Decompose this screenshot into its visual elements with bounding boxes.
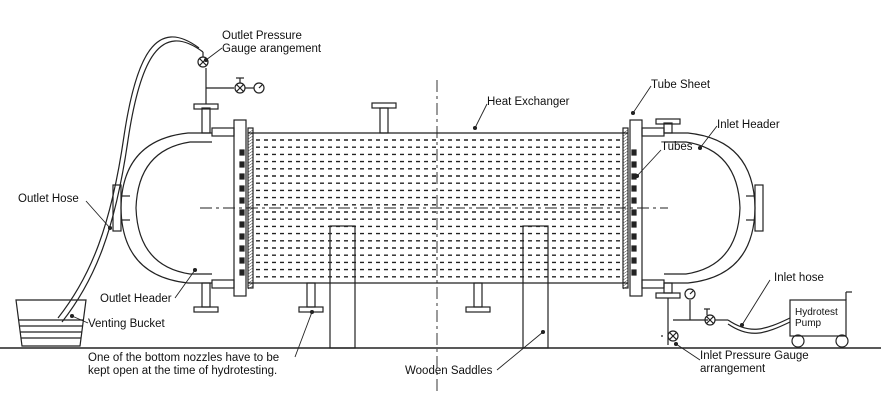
right-tube-sheet [622, 127, 629, 290]
inlet-hose [727, 317, 791, 330]
label-tube-sheet: Tube Sheet [651, 79, 711, 91]
leader-lines [69, 47, 771, 371]
inlet-gauge-assembly [661, 288, 728, 345]
label-inlet-hose: Inlet hose [774, 272, 824, 284]
label-inlet-pressure-gauge: Inlet Pressure Gauge arrangement [700, 350, 809, 375]
left-tube-sheet [247, 127, 254, 290]
outlet-gauge-assembly [197, 52, 265, 104]
label-hydrotest-pump: Hydrotest Pump [795, 307, 838, 329]
label-inlet-header: Inlet Header [717, 119, 780, 131]
label-outlet-header: Outlet Header [100, 293, 172, 305]
venting-bucket-shape [15, 299, 87, 347]
label-heat-exchanger: Heat Exchanger [487, 96, 570, 108]
hydrotest-pump-shape [789, 291, 852, 348]
outlet-hose [61, 40, 204, 323]
label-venting-bucket: Venting Bucket [88, 318, 165, 330]
label-outlet-hose: Outlet Hose [18, 193, 79, 205]
label-bottom-nozzle-note: One of the bottom nozzles have to be kep… [88, 352, 280, 377]
label-wooden-saddles: Wooden Saddles [405, 365, 493, 377]
tube-bundle [256, 139, 621, 278]
label-outlet-pressure-gauge: Outlet Pressure Gauge arangement [222, 30, 322, 55]
outlet-header-shape [112, 119, 247, 297]
label-tubes: Tubes [661, 141, 693, 153]
wooden-saddles-shape [329, 225, 549, 349]
flange-bolts [239, 149, 637, 276]
inlet-header-shape [629, 119, 764, 297]
center-lines [200, 80, 668, 395]
